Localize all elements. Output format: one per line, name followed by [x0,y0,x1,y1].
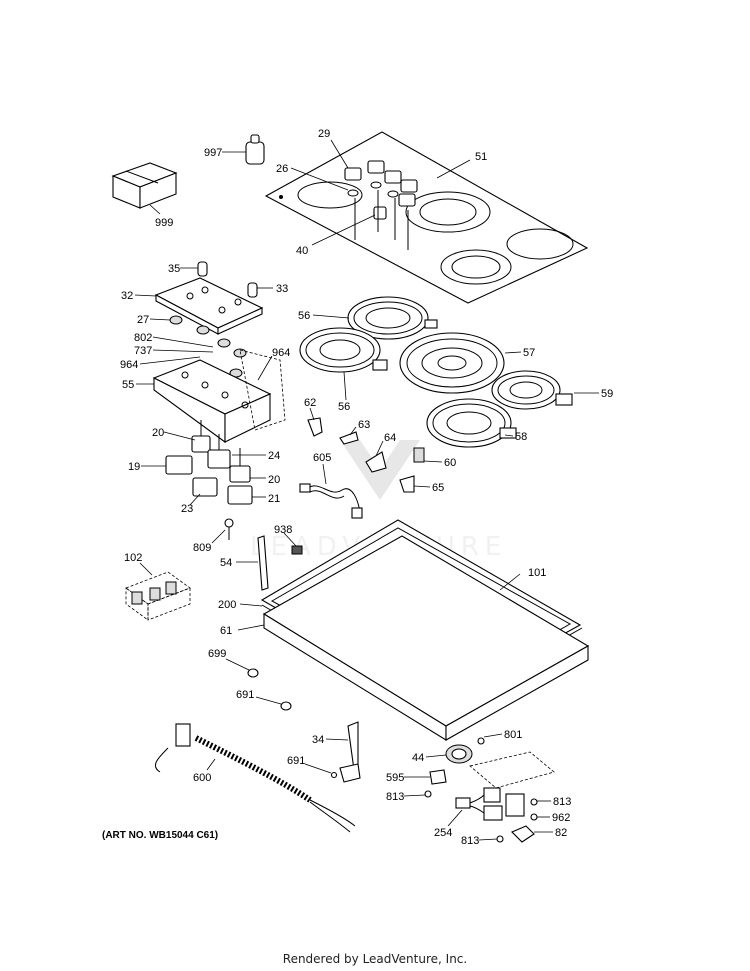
callout-62: 62 [304,397,316,409]
part-57-burner-large [399,332,505,394]
callout-997: 997 [204,147,222,159]
callout-51: 51 [475,151,487,163]
part-699-screw [247,668,259,678]
part-33-switch [247,282,258,298]
callout-802: 802 [134,332,152,344]
part-999-box [111,162,178,209]
callout-605: 605 [313,452,331,464]
callout-813-left: 813 [386,791,404,803]
callout-65: 65 [432,482,444,494]
part-51-glass-cooktop [264,131,589,304]
part-997-bottle [245,134,265,165]
callout-55: 55 [122,379,134,391]
callout-254: 254 [434,827,452,839]
callout-23: 23 [181,503,193,515]
callout-57: 57 [523,347,535,359]
part-938-clip [291,545,303,555]
callout-24: 24 [268,450,280,462]
callout-20-bottom: 20 [268,474,280,486]
part-813-screw-a [424,790,432,798]
callout-26: 26 [276,163,288,175]
callout-101: 101 [528,567,546,579]
part-lower-wire-plate [469,751,555,789]
callout-691-top: 691 [236,689,254,701]
callout-737: 737 [134,345,152,357]
callout-699: 699 [208,648,226,660]
callout-27: 27 [137,314,149,326]
part-254-harness [455,787,525,821]
callout-29: 29 [318,128,330,140]
part-691-screw-lower [330,771,338,779]
callout-82: 82 [555,827,567,839]
callout-813-bottom: 813 [461,835,479,847]
callout-813-right: 813 [553,796,571,808]
part-27-grommets [169,315,247,378]
part-60-clip [413,447,425,463]
part-56-burner-upper [347,296,438,340]
callout-21: 21 [268,493,280,505]
part-34-bracket [339,721,361,783]
callout-20-top: 20 [152,427,164,439]
part-35-switch [197,261,208,277]
part-59-burner-small [491,370,573,410]
callout-59: 59 [601,388,613,400]
callout-64: 64 [384,432,396,444]
callout-33: 33 [276,283,288,295]
callout-595: 595 [386,772,404,784]
part-62-bracket [307,417,323,437]
callout-962: 962 [552,812,570,824]
callout-34: 34 [312,734,324,746]
callout-32: 32 [121,290,133,302]
footer-credit: Rendered by LeadVenture, Inc. [282,952,468,966]
callout-102: 102 [124,552,142,564]
callout-200: 200 [218,599,236,611]
art-number: (ART NO. WB15044 C61) [102,830,218,841]
callout-691-bottom: 691 [287,755,305,767]
part-605-wire-harness [299,483,363,519]
callout-56-bottom: 56 [338,401,350,413]
part-switches-infinite [165,420,253,505]
callout-999: 999 [155,217,173,229]
callout-56-top: 56 [298,310,310,322]
callout-809: 809 [193,542,211,554]
part-813-screw-c [496,835,504,843]
callout-964-left: 964 [120,359,138,371]
part-801-screw [477,737,485,745]
callout-801: 801 [504,729,522,741]
part-82-relay [511,825,535,843]
callout-63: 63 [358,419,370,431]
callout-40: 40 [296,245,308,257]
callout-44: 44 [412,752,424,764]
part-813-screw-b [530,798,538,806]
callout-600: 600 [193,772,211,784]
part-32-control-board [154,277,264,335]
part-600-power-cord [155,723,356,833]
part-55-bracket [152,349,286,444]
part-102-terminal-block [125,571,191,621]
part-58-burner-medium [426,398,517,448]
callout-61: 61 [220,625,232,637]
part-595-clamp [429,769,447,785]
part-809-screw [224,518,234,540]
part-56-burner-lower [299,327,388,373]
part-61-frame [262,535,590,741]
callout-54: 54 [220,557,232,569]
callout-938: 938 [274,524,292,536]
callout-35: 35 [168,263,180,275]
part-44-grommet [445,744,473,764]
part-962-screw [530,813,538,821]
part-29-knobs [344,160,418,250]
callout-19: 19 [128,461,140,473]
callout-964-right: 964 [272,347,290,359]
part-54-strip [257,535,269,591]
part-65-bracket [399,475,415,493]
callout-60: 60 [444,457,456,469]
callout-58: 58 [515,431,527,443]
part-691-screw-upper [280,701,292,711]
